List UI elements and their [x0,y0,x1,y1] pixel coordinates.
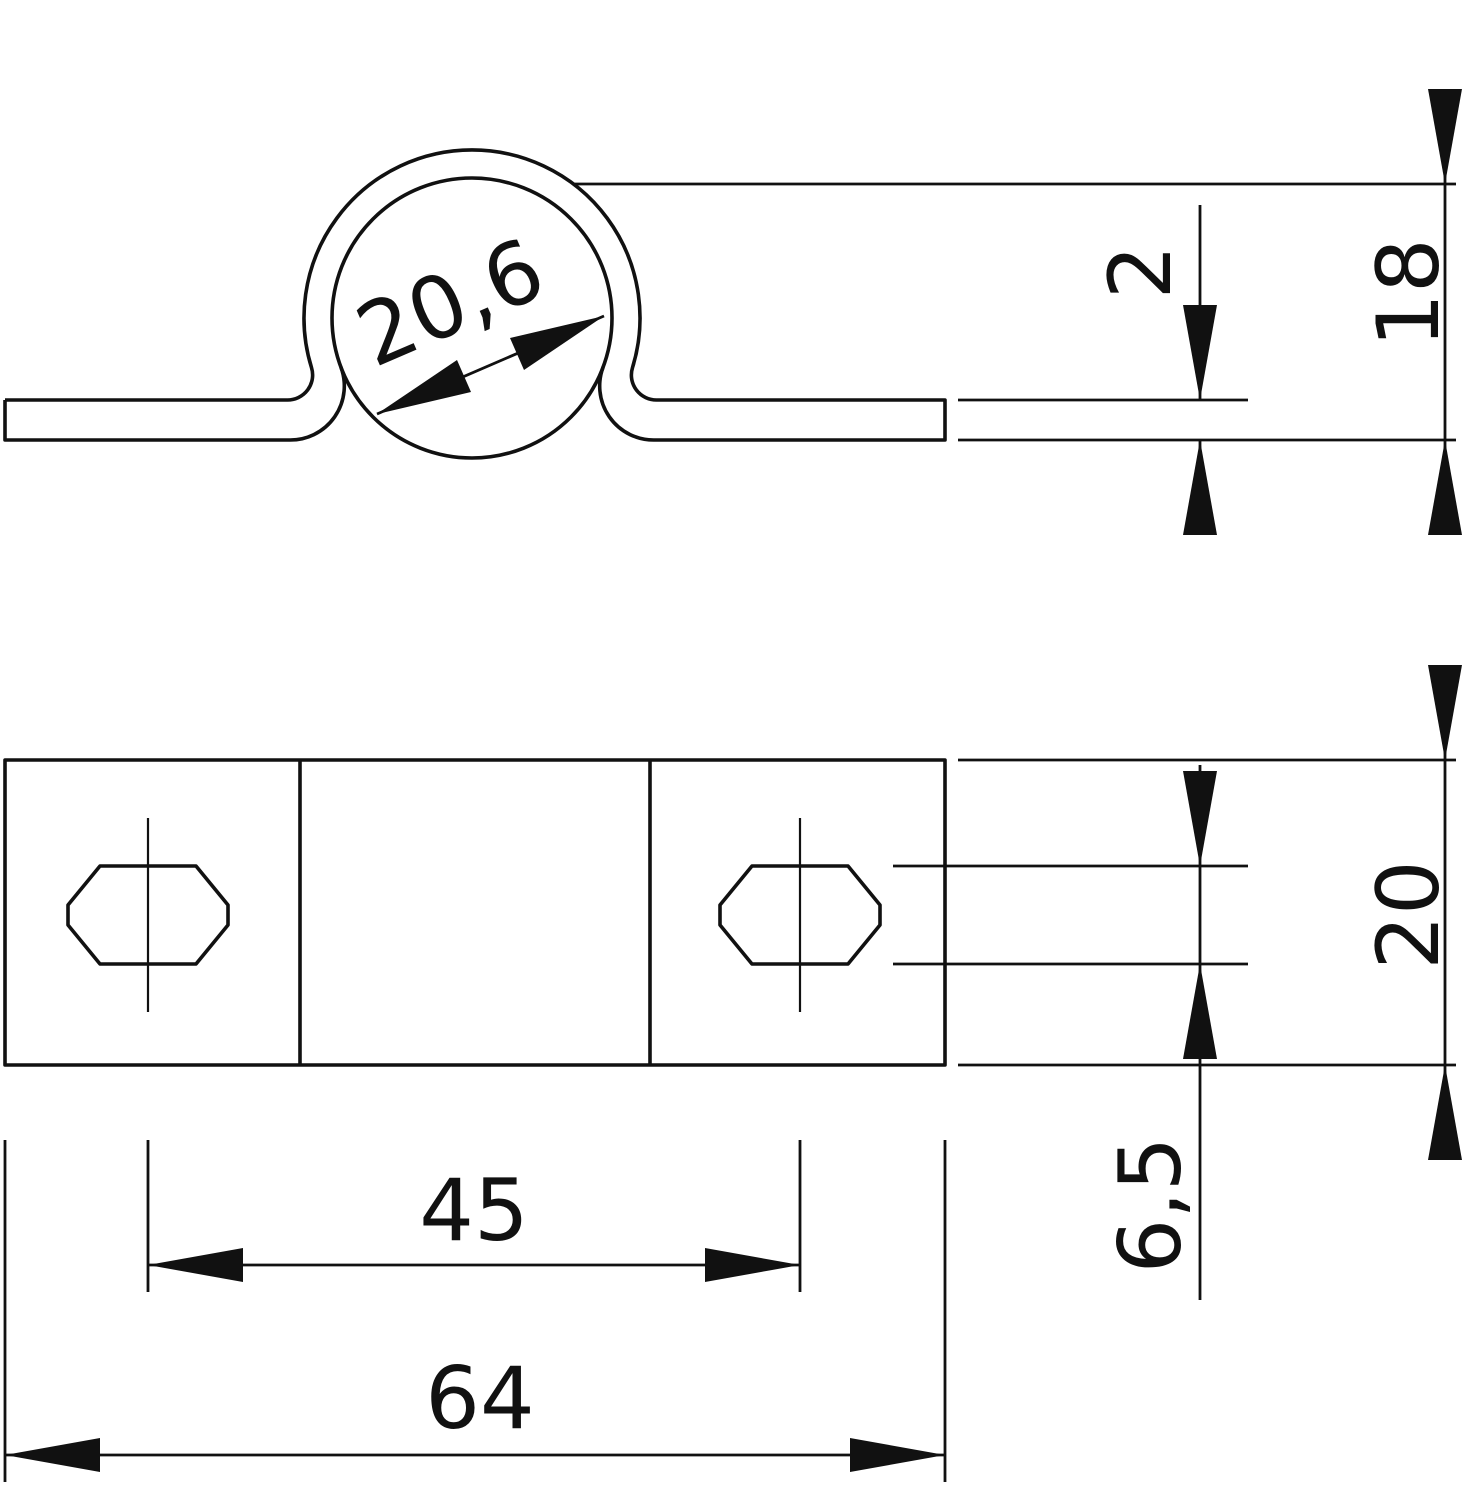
arrow-height-top-icon [1428,89,1462,184]
arrow-bore-lower-icon [377,360,471,414]
arrow-length-left-icon [5,1438,100,1472]
clamp-outline-main [5,148,947,442]
centerlines [146,818,802,1012]
pipe-bore-circle [330,176,614,460]
arrow-spacing-left-icon [148,1248,243,1282]
arrowheads [5,89,1462,1472]
arrow-slot-bottom-icon [1183,964,1217,1059]
arrow-bore-upper-icon [510,316,604,370]
front-view [3,148,947,460]
label-hole-spacing: 45 [419,1161,528,1261]
clamp-outline-left-inner [3,366,347,442]
arrow-width-bottom-icon [1428,1065,1462,1160]
arrow-width-top-icon [1428,665,1462,760]
arrow-spacing-right-icon [705,1248,800,1282]
strip-rectangle [3,758,947,1067]
extension-lines [3,182,1456,1482]
arrow-length-right-icon [850,1438,945,1472]
label-strip-width: 20 [1359,860,1459,969]
label-material-thickness: 2 [1091,245,1191,300]
label-clamp-height: 18 [1359,238,1459,347]
slot-right [718,864,882,966]
label-slot-width: 6,5 [1101,1137,1201,1274]
top-view [3,758,947,1067]
label-overall-length: 64 [425,1349,534,1449]
arrow-thickness-bottom-icon [1183,440,1217,535]
arrow-height-bottom-icon [1428,440,1462,535]
arrow-thickness-top-icon [1183,305,1217,400]
slot-left [66,864,230,966]
arrow-slot-top-icon [1183,771,1217,866]
